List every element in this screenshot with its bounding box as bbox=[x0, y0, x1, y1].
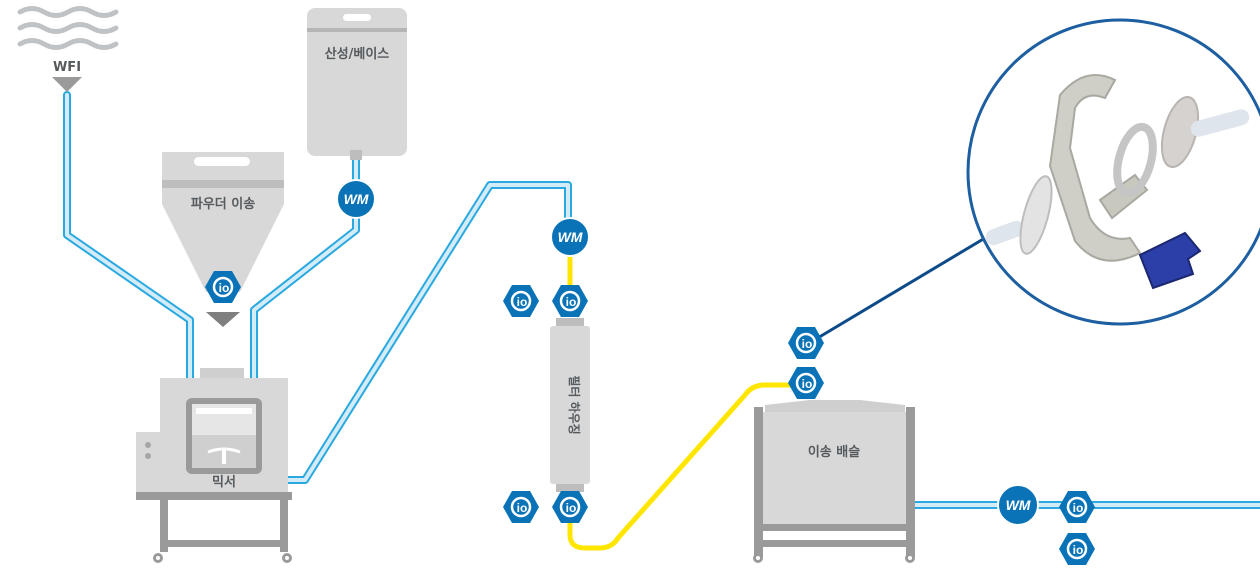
bio-connector-badge-icon: io bbox=[788, 327, 824, 359]
yellow-tube-bottom bbox=[567, 382, 800, 551]
svg-text:io: io bbox=[802, 377, 813, 391]
bio-connector-badge-icon: io bbox=[1059, 533, 1095, 565]
mixer-outlet-tube bbox=[284, 181, 572, 484]
svg-text:WM: WM bbox=[558, 229, 583, 245]
bio-connector-badge-icon: io bbox=[552, 285, 588, 317]
wm-badge-icon: WM bbox=[550, 217, 590, 257]
bio-connector-badge-icon: io bbox=[503, 285, 539, 317]
svg-text:io: io bbox=[566, 501, 577, 515]
clamp-assembly-inset-icon bbox=[966, 18, 1260, 326]
svg-text:io: io bbox=[517, 501, 528, 515]
mixer bbox=[136, 368, 292, 563]
mixer-label: 믹서 bbox=[212, 475, 236, 490]
svg-text:WM: WM bbox=[344, 191, 369, 207]
svg-text:WM: WM bbox=[1006, 497, 1031, 513]
filter-label: 필터 하우징 bbox=[567, 375, 582, 434]
bio-connector-badge-icon: io bbox=[1059, 491, 1095, 523]
wfi-arrow-icon bbox=[52, 77, 82, 92]
svg-text:io: io bbox=[802, 337, 813, 351]
transfer-drain-label: 이송 배슬 bbox=[808, 444, 860, 460]
svg-text:io: io bbox=[517, 295, 528, 309]
svg-text:io: io bbox=[1073, 501, 1084, 515]
transfer-vessel bbox=[753, 400, 915, 563]
filter-housing bbox=[550, 318, 590, 492]
svg-text:io: io bbox=[566, 295, 577, 309]
powder-hopper bbox=[162, 152, 284, 327]
powder-transfer-label: 파우더 이송 bbox=[191, 196, 255, 212]
bio-connector-badge-icon: io bbox=[788, 367, 824, 399]
acid-base-bag bbox=[307, 8, 407, 160]
inset-connector-line bbox=[805, 233, 991, 347]
bio-connector-badge-icon: io bbox=[205, 271, 241, 303]
svg-text:io: io bbox=[219, 281, 230, 295]
bio-connector-badge-icon: io bbox=[552, 491, 588, 523]
wm-badge-icon: WM bbox=[336, 179, 376, 219]
water-waves-icon bbox=[17, 6, 119, 50]
bio-connector-badge-icon: io bbox=[503, 491, 539, 523]
wfi-label: WFI bbox=[53, 60, 81, 75]
wm-badge-icon: WM bbox=[997, 484, 1039, 526]
acid-base-label: 산성/베이스 bbox=[325, 46, 390, 62]
wfi-tube bbox=[63, 91, 194, 382]
svg-text:io: io bbox=[1073, 543, 1084, 557]
